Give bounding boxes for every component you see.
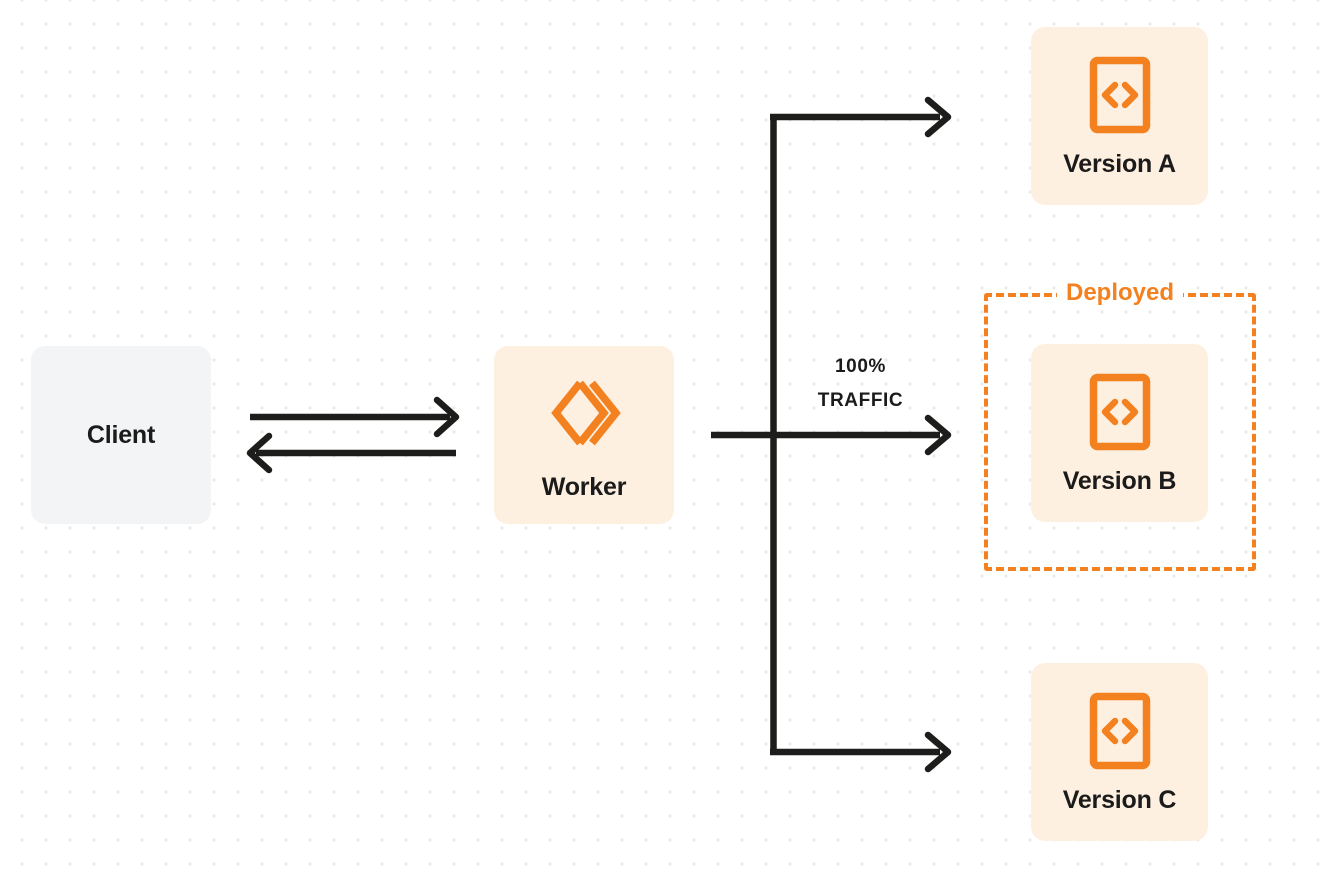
arrow-client-to-worker	[250, 396, 460, 438]
arrow-worker-to-client	[246, 432, 456, 474]
code-file-icon	[1089, 56, 1151, 134]
node-version-c-label: Version C	[1062, 785, 1177, 814]
node-client-label: Client	[86, 420, 156, 449]
arrow-trunk-to-version-c	[770, 731, 952, 773]
arrow-worker-to-version-b	[711, 414, 952, 456]
node-worker-label: Worker	[541, 472, 627, 501]
node-version-b[interactable]: Version B	[1031, 344, 1208, 522]
traffic-label: 100% TRAFFIC	[783, 350, 938, 418]
traffic-word-text: TRAFFIC	[817, 389, 904, 411]
node-version-a[interactable]: Version A	[1031, 27, 1208, 205]
node-version-c[interactable]: Version C	[1031, 663, 1208, 841]
code-file-icon	[1089, 373, 1151, 451]
node-client[interactable]: Client	[31, 346, 211, 524]
node-version-b-label: Version B	[1062, 466, 1177, 495]
deployed-group-label: Deployed	[1056, 279, 1184, 307]
code-file-icon	[1089, 692, 1151, 770]
cloudflare-workers-logo-icon	[542, 371, 626, 455]
arrow-trunk-to-version-a	[770, 96, 952, 138]
node-worker[interactable]: Worker	[494, 346, 674, 524]
traffic-percent-text: 100%	[835, 356, 886, 377]
node-version-a-label: Version A	[1063, 149, 1176, 178]
deployed-group-box: Deployed	[984, 279, 1256, 571]
